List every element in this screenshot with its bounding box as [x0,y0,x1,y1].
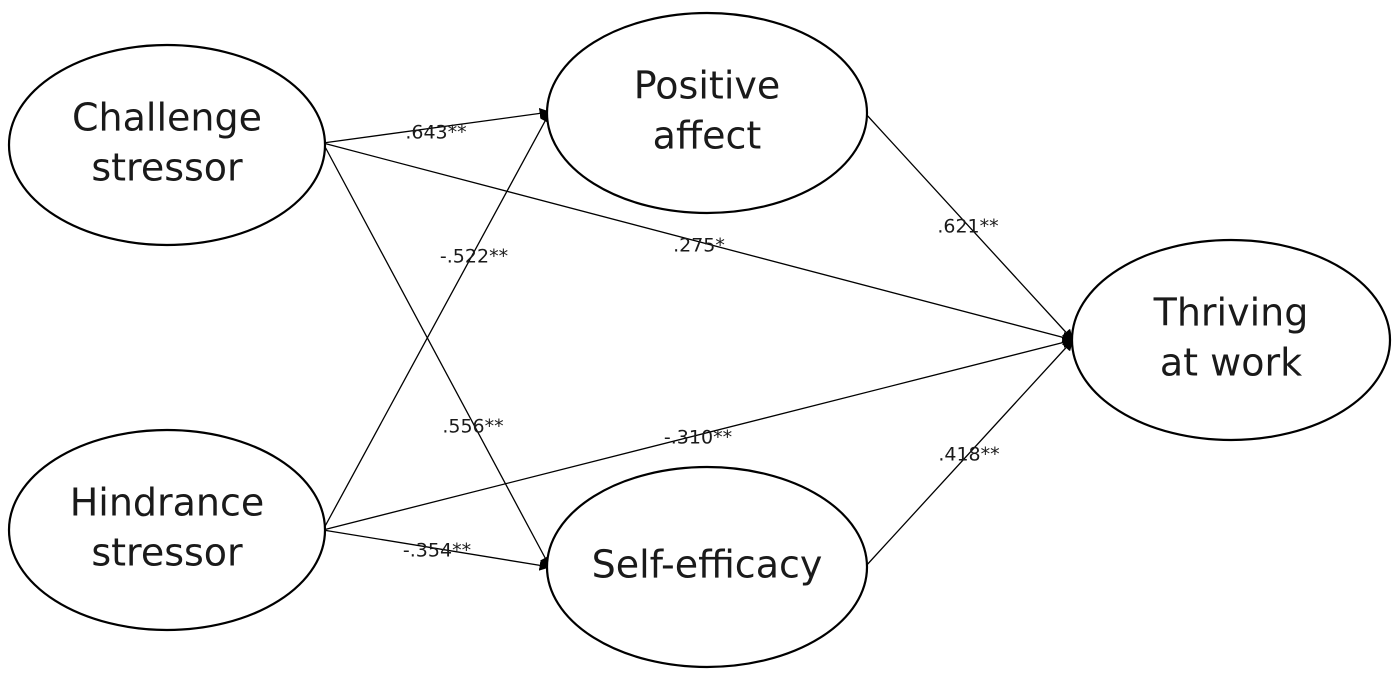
edge-challenge-selfeff [322,142,551,568]
edge-challenge-thriving [322,142,1074,343]
node-label-selfeff-line-1: Self-efficacy [592,543,823,587]
node-ellipse-thriving [1070,238,1392,442]
edge-label-challenge-thriving: .275* [673,235,725,257]
nodes-layer: ChallengestressorHindrancestressorPositi… [7,11,1392,669]
edge-label-challenge-positive: .643** [405,122,466,144]
node-ellipse-positive [545,11,869,215]
edge-labels-layer: .643** .275* .556** -.522** -.310** -.354** .6… [403,122,1000,562]
edge-label-hindrance-thriving: -.310** [664,427,732,449]
edge-label-selfeff-thriving: .418** [938,444,999,466]
node-positive: Positive affect [545,11,869,215]
edge-hindrance-positive [322,111,551,531]
edge-positive-thriving [864,112,1074,341]
node-hindrance: Hindrance stressor [7,428,327,632]
edge-label-hindrance-selfeff: -.354** [403,540,471,562]
edge-challenge-positive [322,107,551,144]
edge-label-positive-thriving: .621** [937,216,998,238]
edge-label-challenge-selfeff: .556** [442,416,503,438]
edge-hindrance-selfeff [322,529,551,571]
node-label-hindrance-line-2: stressor [91,531,243,575]
node-selfeff: Self-efficacy [545,465,869,669]
node-label-positive-line-2: affect [653,114,762,158]
edge-hindrance-thriving [322,337,1074,531]
node-label-positive-line-1: Positive [634,64,781,108]
node-ellipse-hindrance [7,428,327,632]
node-challenge: Challenge stressor [7,43,327,247]
node-label-challenge-line-1: Challenge [72,96,262,140]
node-ellipse-challenge [7,43,327,247]
node-label-challenge-line-2: stressor [91,146,243,190]
node-label-thriving-line-1: Thriving [1153,291,1309,335]
edge-selfeff-thriving [864,339,1074,568]
edges-layer [322,107,1074,571]
node-thriving: Thriving at work [1070,238,1392,442]
node-ellipse-selfeff [545,465,869,669]
node-label-thriving-line-2: at work [1160,341,1302,385]
node-label-hindrance-line-1: Hindrance [70,481,265,525]
edge-label-hindrance-positive: -.522** [440,246,508,268]
